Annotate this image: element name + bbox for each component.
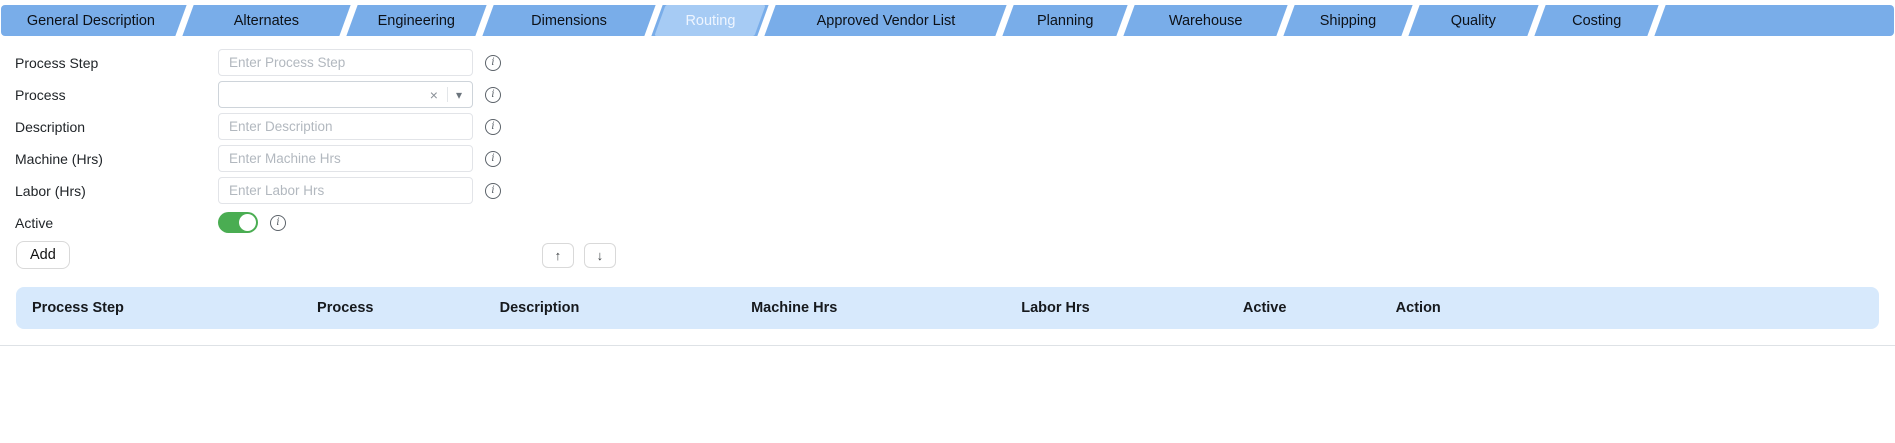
description-input[interactable] (218, 113, 473, 140)
labor-hrs-label: Labor (Hrs) (15, 182, 86, 199)
chevron-down-icon[interactable]: ▾ (455, 87, 462, 102)
tab-label: Quality (1450, 12, 1496, 29)
tab-shipping[interactable]: Shipping (1289, 5, 1406, 36)
tab-bar-filler (1660, 5, 1894, 36)
column-header-active: Active (1242, 300, 1287, 316)
tab-alternates[interactable]: Alternates (188, 5, 345, 36)
move-up-button[interactable]: ↑ (541, 242, 574, 268)
form-row-labor-hrs: Labor (Hrs) i (0, 177, 1895, 204)
down-arrow-icon: ↓ (596, 247, 604, 263)
info-icon[interactable]: i (270, 214, 286, 231)
info-icon[interactable]: i (485, 118, 501, 135)
process-step-label: Process Step (15, 54, 99, 71)
table-header-row: Process Step Process Description Machine… (16, 287, 1879, 329)
table-body (16, 329, 1879, 330)
tab-label: Approved Vendor List (816, 12, 956, 29)
active-toggle[interactable] (218, 212, 258, 233)
move-buttons: ↑ ↓ (541, 242, 616, 268)
tab-label: Costing (1572, 12, 1622, 29)
tab-label: Alternates (233, 12, 300, 29)
select-divider (446, 87, 448, 102)
tab-costing[interactable]: Costing (1540, 5, 1654, 36)
active-label: Active (15, 214, 54, 231)
column-header-action: Action (1395, 300, 1441, 316)
tab-routing[interactable]: Routing (657, 5, 763, 36)
info-icon[interactable]: i (485, 150, 501, 167)
tab-bar: General Description Alternates Engineeri… (1, 5, 1894, 36)
routing-panel: Process Step i Process × ▾ i Description… (0, 36, 1895, 346)
column-header-description: Description (499, 300, 580, 316)
tab-label: Routing (685, 12, 736, 29)
tab-label: Planning (1036, 12, 1094, 29)
process-label: Process (15, 86, 66, 103)
description-label: Description (15, 118, 86, 135)
machine-hrs-label: Machine (Hrs) (15, 150, 103, 167)
tab-quality[interactable]: Quality (1414, 5, 1533, 36)
form-row-active: Active i (0, 209, 1895, 236)
tab-warehouse[interactable]: Warehouse (1129, 5, 1282, 36)
labor-hrs-input[interactable] (218, 177, 473, 204)
clear-icon[interactable]: × (429, 86, 438, 103)
machine-hrs-input[interactable] (218, 145, 473, 172)
column-header-machine-hrs: Machine Hrs (751, 300, 838, 316)
column-header-process-step: Process Step (32, 300, 124, 316)
tab-label: General Description (26, 12, 155, 29)
form-row-machine-hrs: Machine (Hrs) i (0, 145, 1895, 172)
tab-label: Dimensions (531, 12, 607, 29)
process-select[interactable]: × ▾ (218, 81, 473, 108)
tab-dimensions[interactable]: Dimensions (488, 5, 651, 36)
info-icon[interactable]: i (485, 54, 501, 71)
tab-approved-vendor-list[interactable]: Approved Vendor List (770, 5, 1001, 36)
process-step-input[interactable] (218, 49, 473, 76)
column-header-process: Process (317, 300, 374, 316)
tab-engineering[interactable]: Engineering (352, 5, 481, 36)
info-icon[interactable]: i (485, 182, 501, 199)
tab-planning[interactable]: Planning (1008, 5, 1122, 36)
tab-label: Engineering (377, 12, 455, 29)
toggle-knob (239, 214, 256, 231)
move-down-button[interactable]: ↓ (583, 242, 616, 268)
form-row-process: Process × ▾ i (0, 81, 1895, 108)
column-header-labor-hrs: Labor Hrs (1021, 300, 1090, 316)
tab-label: Warehouse (1168, 12, 1243, 29)
tab-label: Shipping (1319, 12, 1377, 29)
routing-table: Process Step Process Description Machine… (16, 287, 1879, 330)
info-icon[interactable]: i (485, 86, 501, 103)
form-row-process-step: Process Step i (0, 49, 1895, 76)
tab-general-description[interactable]: General Description (1, 5, 181, 36)
action-row: Add ↑ ↓ (0, 241, 1895, 269)
add-button[interactable]: Add (16, 241, 70, 269)
up-arrow-icon: ↑ (554, 247, 562, 263)
form-row-description: Description i (0, 113, 1895, 140)
